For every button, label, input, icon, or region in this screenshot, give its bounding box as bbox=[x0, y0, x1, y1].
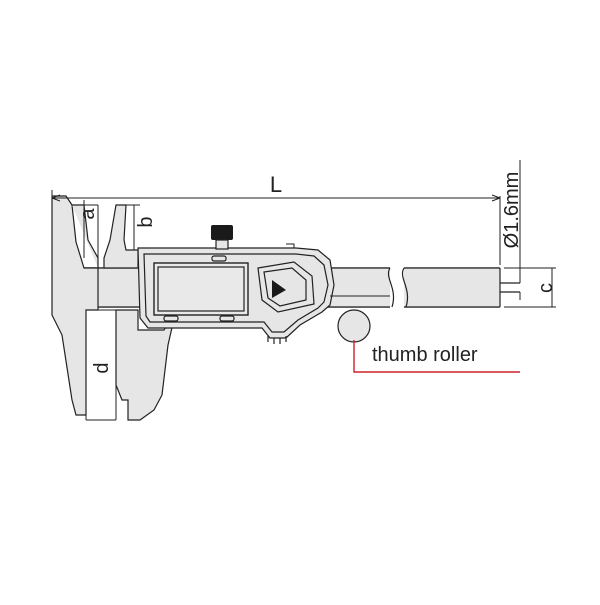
label-dim-a: a bbox=[77, 208, 99, 220]
fixed-jaw bbox=[51, 195, 99, 416]
mode-button bbox=[257, 261, 315, 313]
label-dim-b: b bbox=[135, 216, 157, 227]
lcd-display bbox=[153, 255, 249, 322]
grip-teeth bbox=[267, 336, 287, 344]
thumb-roller bbox=[337, 309, 371, 343]
label-length: L bbox=[270, 172, 282, 197]
label-depth-rod-diameter: Ø1.6mm bbox=[501, 172, 523, 249]
depth-rod bbox=[500, 282, 520, 293]
label-dim-d: d bbox=[91, 362, 113, 373]
moving-jaw bbox=[103, 204, 177, 421]
label-thumb-roller: thumb roller bbox=[372, 344, 478, 366]
label-dim-c: c bbox=[535, 283, 557, 293]
thumb-roller-leader bbox=[353, 340, 520, 373]
lock-screw bbox=[211, 225, 233, 250]
dimension-lines bbox=[51, 160, 556, 421]
